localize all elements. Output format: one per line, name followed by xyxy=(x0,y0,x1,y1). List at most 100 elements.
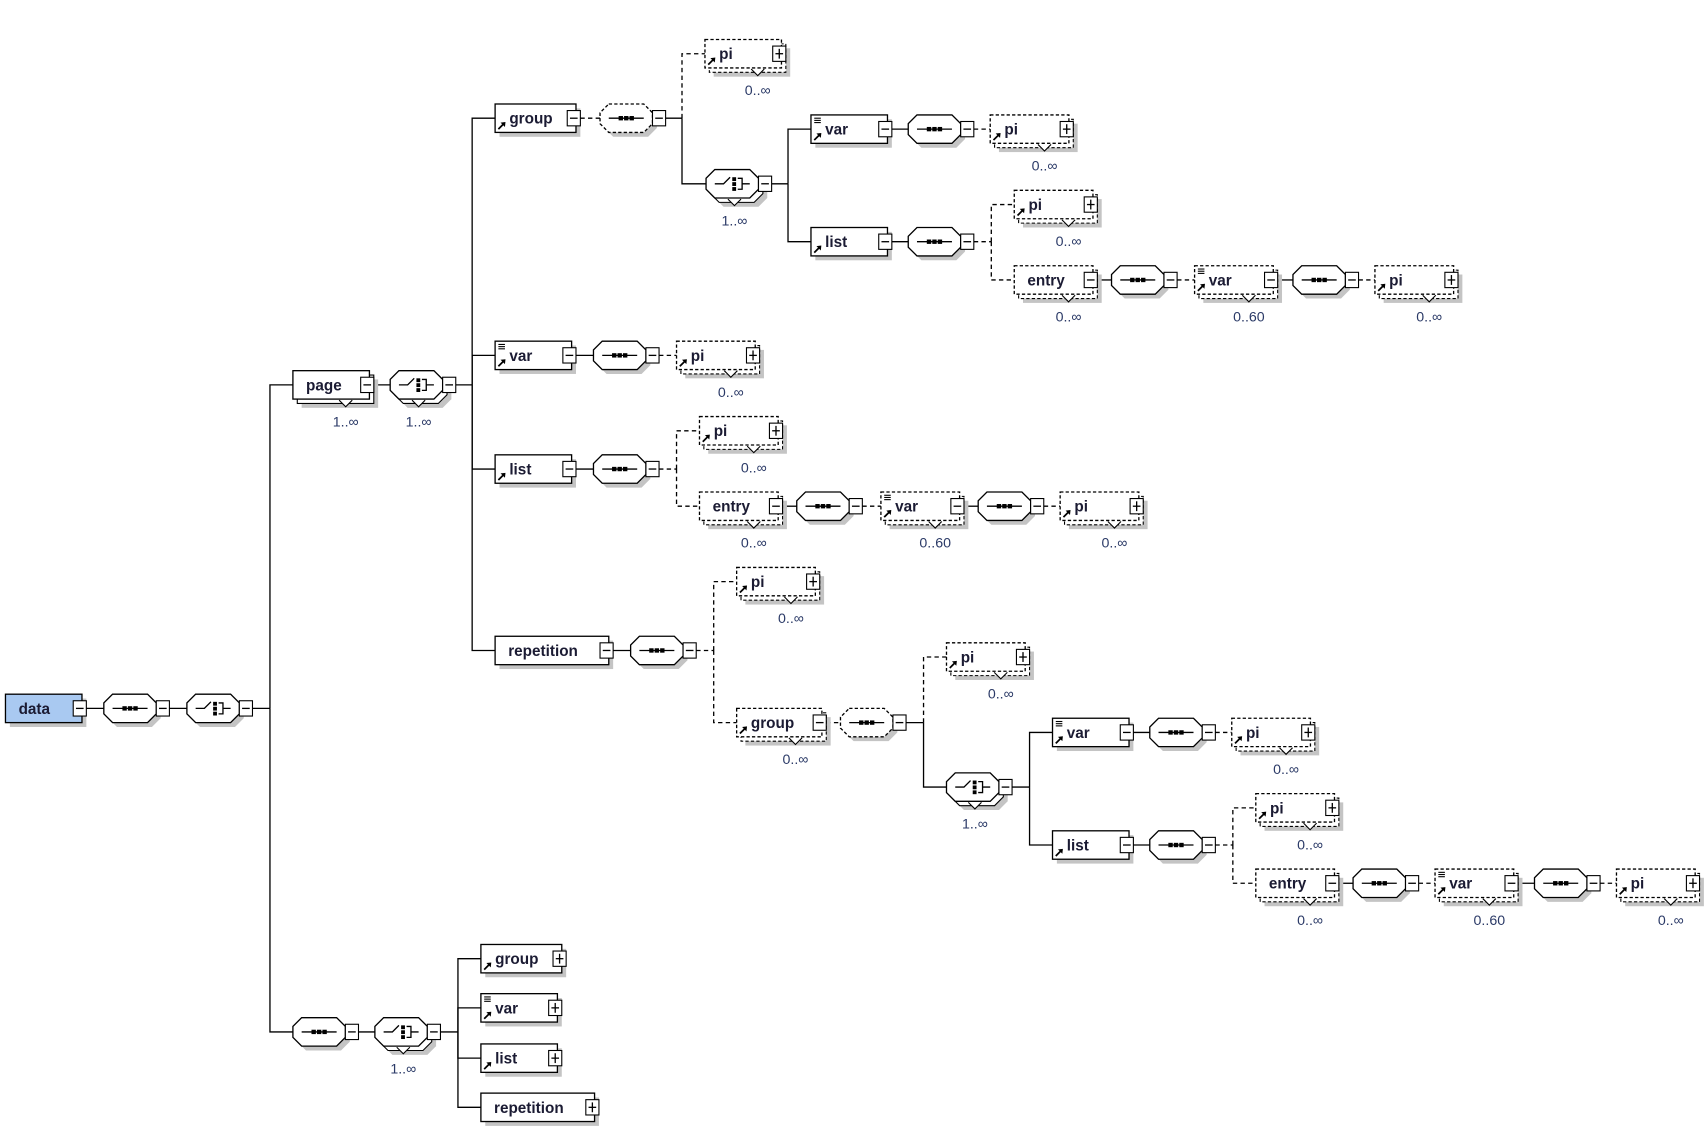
collapse-button[interactable] xyxy=(1404,875,1420,892)
element-group[interactable]: group xyxy=(494,103,581,137)
collapse-button[interactable] xyxy=(1119,836,1134,854)
expand-button[interactable] xyxy=(1301,724,1316,741)
element-box[interactable] xyxy=(480,1043,559,1074)
expand-button[interactable] xyxy=(768,422,784,439)
element-pi[interactable]: pi0..∞ xyxy=(735,566,825,627)
element-list[interactable]: list xyxy=(810,226,893,261)
collapse-button[interactable] xyxy=(1083,271,1098,289)
collapse-button[interactable] xyxy=(72,700,87,717)
sequence-compositor[interactable] xyxy=(1149,830,1216,864)
collapse-button[interactable] xyxy=(238,700,254,717)
element-box[interactable] xyxy=(735,707,823,738)
collapse-button[interactable] xyxy=(878,233,893,250)
collapse-button[interactable] xyxy=(360,376,375,394)
collapse-button[interactable] xyxy=(950,498,965,515)
element-box[interactable] xyxy=(1615,868,1696,899)
element-pi[interactable]: pi0..∞ xyxy=(698,415,787,477)
collapse-button[interactable] xyxy=(1586,875,1601,892)
collapse-button[interactable] xyxy=(812,714,827,731)
sequence-compositor[interactable] xyxy=(907,226,975,261)
choice-compositor[interactable]: 1..∞ xyxy=(374,1017,442,1078)
element-box[interactable] xyxy=(810,114,889,144)
choice-compositor[interactable]: 1..∞ xyxy=(945,772,1013,833)
element-box[interactable] xyxy=(480,943,563,974)
expand-button[interactable] xyxy=(806,573,821,590)
element-var[interactable]: var xyxy=(1051,717,1134,752)
choice-compositor[interactable]: 1..∞ xyxy=(389,370,457,431)
collapse-button[interactable] xyxy=(599,642,614,659)
element-box[interactable] xyxy=(4,693,83,724)
collapse-button[interactable] xyxy=(645,347,660,364)
element-box[interactable] xyxy=(945,642,1026,672)
sequence-compositor[interactable] xyxy=(1352,868,1420,902)
element-pi[interactable]: pi0..∞ xyxy=(1059,491,1148,552)
sequence-compositor[interactable] xyxy=(839,707,907,742)
collapse-button[interactable] xyxy=(562,347,577,364)
expand-button[interactable] xyxy=(1325,799,1340,817)
element-box[interactable] xyxy=(1374,265,1455,295)
element-var[interactable]: var xyxy=(810,114,893,148)
collapse-button[interactable] xyxy=(645,460,660,478)
element-box[interactable] xyxy=(735,566,816,597)
element-box[interactable] xyxy=(1013,265,1094,295)
element-var[interactable]: var xyxy=(480,993,563,1027)
element-box[interactable] xyxy=(698,415,779,446)
element-box[interactable] xyxy=(494,454,573,484)
element-box[interactable] xyxy=(810,226,889,257)
element-box[interactable] xyxy=(1059,491,1140,522)
expand-button[interactable] xyxy=(1083,196,1098,213)
element-box[interactable] xyxy=(989,114,1070,144)
expand-button[interactable] xyxy=(772,45,787,62)
element-pi[interactable]: pi0..∞ xyxy=(675,340,764,401)
sequence-compositor[interactable] xyxy=(977,491,1045,525)
collapse-button[interactable] xyxy=(1201,724,1216,741)
element-box[interactable] xyxy=(494,635,610,666)
element-list[interactable]: list xyxy=(494,454,577,488)
element-box[interactable] xyxy=(704,38,783,69)
sequence-compositor[interactable] xyxy=(592,454,660,488)
element-pi[interactable]: pi0..∞ xyxy=(1615,868,1704,929)
element-repetition[interactable]: repetition xyxy=(480,1092,600,1126)
collapse-button[interactable] xyxy=(892,714,907,731)
element-box[interactable] xyxy=(1255,868,1336,899)
collapse-button[interactable] xyxy=(1325,875,1340,892)
expand-button[interactable] xyxy=(1129,498,1144,515)
sequence-compositor[interactable] xyxy=(599,103,667,137)
element-pi[interactable]: pi0..∞ xyxy=(989,114,1078,175)
sequence-compositor[interactable] xyxy=(796,491,863,525)
expand-button[interactable] xyxy=(548,999,563,1017)
element-box[interactable] xyxy=(880,491,961,522)
collapse-button[interactable] xyxy=(998,778,1013,796)
element-box[interactable] xyxy=(494,103,577,134)
expand-button[interactable] xyxy=(745,347,761,364)
collapse-button[interactable] xyxy=(682,642,697,659)
collapse-button[interactable] xyxy=(1201,836,1216,854)
element-pi[interactable]: pi0..∞ xyxy=(1013,189,1102,250)
element-box[interactable] xyxy=(480,993,559,1023)
element-pi[interactable]: pi0..∞ xyxy=(1255,792,1344,854)
collapse-button[interactable] xyxy=(566,110,581,127)
element-pi[interactable]: pi0..∞ xyxy=(1231,717,1320,778)
collapse-button[interactable] xyxy=(960,233,975,250)
element-box[interactable] xyxy=(1434,868,1515,899)
sequence-compositor[interactable] xyxy=(1149,717,1216,752)
collapse-button[interactable] xyxy=(442,376,457,394)
element-box[interactable] xyxy=(1255,792,1336,823)
sequence-compositor[interactable] xyxy=(1110,265,1178,299)
element-group[interactable]: group xyxy=(480,943,567,978)
collapse-button[interactable] xyxy=(562,460,577,478)
element-box[interactable] xyxy=(1013,189,1094,220)
element-box[interactable] xyxy=(1231,717,1312,748)
choice-compositor[interactable]: 1..∞ xyxy=(705,168,773,230)
element-box[interactable] xyxy=(1051,830,1130,860)
element-data[interactable]: data xyxy=(4,693,87,727)
collapse-button[interactable] xyxy=(1163,271,1178,289)
element-box[interactable] xyxy=(494,340,573,371)
element-box[interactable] xyxy=(292,370,371,400)
